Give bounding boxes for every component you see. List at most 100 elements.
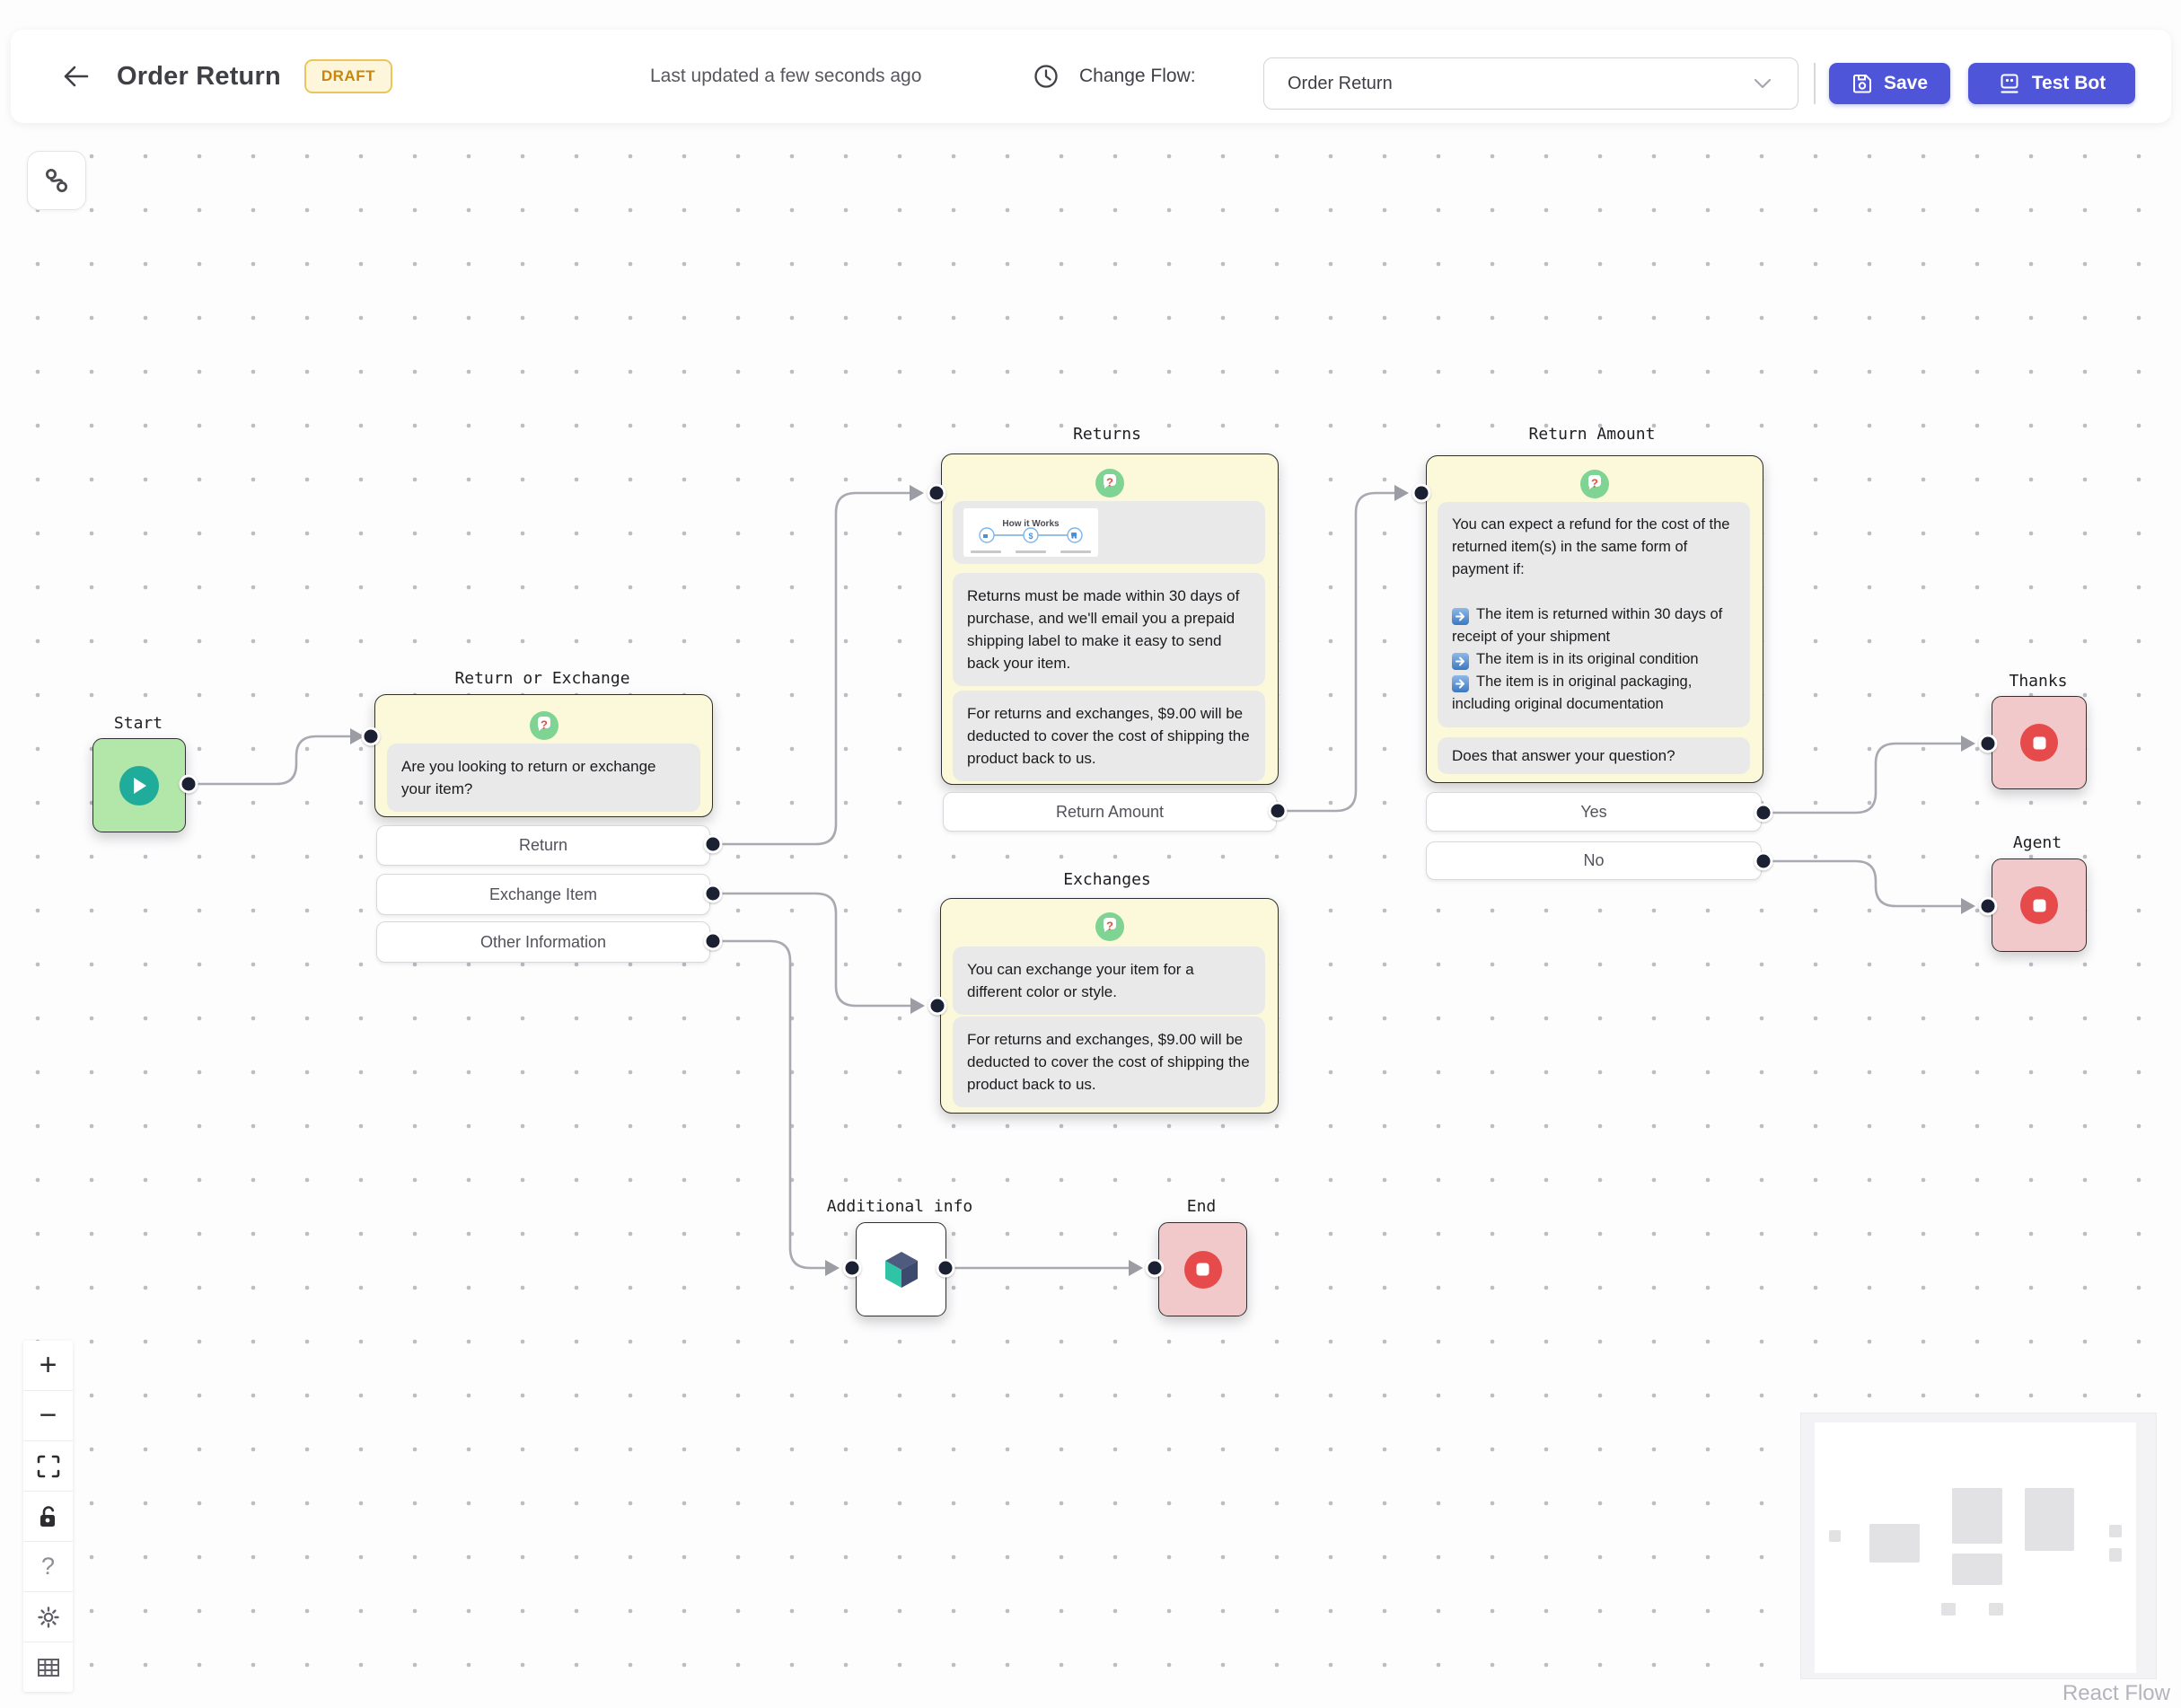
handle-additional-info-in[interactable] — [842, 1258, 862, 1278]
message-bubble: You can exchange your item for a differe… — [953, 946, 1265, 1015]
react-flow-attribution: React Flow — [2062, 1681, 2170, 1705]
message-bubble: Returns must be made within 30 days of p… — [953, 573, 1265, 686]
question-icon: ? — [1095, 912, 1124, 946]
option-yes[interactable]: Yes — [1426, 792, 1762, 832]
option-return[interactable]: Return — [376, 825, 710, 866]
option-return-amount[interactable]: Return Amount — [943, 792, 1277, 832]
svg-text:?: ? — [1591, 477, 1598, 490]
back-arrow-icon — [64, 66, 89, 87]
svg-text:?: ? — [1106, 920, 1113, 933]
node-title-start: Start — [113, 714, 163, 733]
edge-start-to-returnorexchange — [189, 735, 350, 786]
handle-no-out[interactable] — [1754, 851, 1773, 871]
handle-exchange-item-out[interactable] — [703, 884, 723, 903]
handle-start-out[interactable] — [179, 774, 198, 794]
minimap-node — [2109, 1525, 2122, 1537]
handle-yes-out[interactable] — [1754, 803, 1773, 823]
image-caption-bar — [971, 550, 1001, 553]
handle-return-amount-in[interactable] — [1411, 483, 1431, 503]
handle-exchanges-in[interactable] — [928, 996, 947, 1016]
grid-button[interactable] — [23, 1642, 73, 1692]
minimap-node — [1952, 1488, 2002, 1544]
page-title: Order Return — [117, 61, 281, 91]
message-bubble: For returns and exchanges, $9.00 will be… — [953, 691, 1265, 781]
condition-line: The item is in original packaging, inclu… — [1452, 671, 1736, 716]
play-icon — [119, 765, 159, 806]
node-agent[interactable] — [1992, 858, 2087, 952]
node-return-amount[interactable]: ? You can expect a refund for the cost o… — [1426, 455, 1763, 783]
message-bubble: For returns and exchanges, $9.00 will be… — [953, 1017, 1265, 1107]
arrow-right-icon — [1452, 608, 1469, 625]
canvas-controls: + − ? — [23, 1341, 73, 1692]
lock-button[interactable] — [23, 1492, 73, 1542]
save-icon — [1852, 75, 1871, 93]
how-it-works-image: How it Works $ — [963, 508, 1098, 557]
minimap-node — [2025, 1488, 2074, 1551]
minimap[interactable] — [1800, 1413, 2157, 1679]
arrow-right-icon — [1452, 675, 1469, 692]
gear-icon — [37, 1606, 59, 1628]
node-exchanges[interactable]: ? You can exchange your item for a diffe… — [940, 898, 1279, 1114]
handle-return-or-exchange-in[interactable] — [361, 726, 381, 746]
option-no[interactable]: No — [1426, 841, 1762, 880]
node-return-or-exchange[interactable]: ? Are you looking to return or exchange … — [374, 694, 713, 817]
minimap-node — [1952, 1554, 2002, 1585]
image-bubble: How it Works $ — [953, 501, 1265, 564]
test-bot-button[interactable]: Test Bot — [1968, 63, 2135, 104]
header: Order Return DRAFT Last updated a few se… — [11, 30, 2171, 123]
help-button[interactable]: ? — [23, 1542, 73, 1592]
minimap-node — [1829, 1530, 1841, 1542]
node-title-end: End — [1186, 1197, 1217, 1216]
edge-return-to-returns — [713, 491, 910, 846]
flow-select-value: Order Return — [1288, 73, 1393, 93]
route-icon — [46, 169, 67, 192]
handle-returns-in[interactable] — [927, 483, 946, 503]
condition-line: The item is returned within 30 days of r… — [1452, 603, 1736, 648]
node-thanks[interactable] — [1992, 696, 2087, 789]
node-returns[interactable]: ? How it Works $ Returns must be made wi… — [941, 453, 1279, 785]
image-title: How it Works — [1002, 519, 1060, 529]
node-title-returns: Returns — [1073, 425, 1141, 444]
condition-text: The item is in its original condition — [1476, 651, 1699, 667]
handle-additional-info-out[interactable] — [936, 1258, 955, 1278]
condition-text: The item is returned within 30 days of r… — [1452, 606, 1723, 645]
minimap-node — [1989, 1603, 2003, 1616]
header-divider — [1814, 63, 1816, 104]
fit-view-button[interactable] — [23, 1441, 73, 1492]
last-updated-text: Last updated a few seconds ago — [650, 66, 922, 86]
change-flow-label: Change Flow: — [1079, 66, 1196, 86]
edge-no-to-agent — [1763, 859, 1961, 908]
minimap-node — [1941, 1603, 1956, 1616]
handle-agent-in[interactable] — [1978, 896, 1998, 916]
option-other-information[interactable]: Other Information — [376, 921, 710, 963]
node-start[interactable] — [92, 738, 186, 832]
flow-select[interactable]: Order Return — [1263, 57, 1798, 110]
fit-view-icon — [37, 1455, 59, 1477]
node-title-exchanges: Exchanges — [1063, 870, 1151, 889]
node-end[interactable] — [1158, 1222, 1247, 1316]
handle-other-information-out[interactable] — [703, 931, 723, 951]
edge-returnamount-opt-to-node — [1278, 491, 1394, 813]
grid-icon — [37, 1658, 59, 1677]
minimap-node — [1869, 1524, 1920, 1563]
stop-icon — [1183, 1250, 1222, 1289]
settings-button[interactable] — [23, 1592, 73, 1642]
zoom-in-button[interactable]: + — [23, 1341, 73, 1391]
handle-return-out[interactable] — [703, 834, 723, 854]
edge-exchangeitem-to-exchanges — [713, 892, 910, 1008]
save-button[interactable]: Save — [1829, 63, 1950, 104]
handle-thanks-in[interactable] — [1978, 734, 1998, 753]
stop-icon — [2020, 724, 2058, 762]
svg-text:?: ? — [1106, 476, 1113, 489]
handle-return-amount-opt-out[interactable] — [1268, 801, 1288, 821]
node-additional-info[interactable] — [856, 1222, 946, 1316]
edge-yes-to-thanks — [1763, 742, 1961, 814]
cube-icon — [884, 1251, 918, 1288]
bot-icon — [2001, 74, 2018, 93]
flow-route-button[interactable] — [27, 151, 86, 210]
back-button[interactable] — [57, 58, 93, 94]
zoom-out-button[interactable]: − — [23, 1391, 73, 1441]
option-exchange-item[interactable]: Exchange Item — [376, 874, 710, 915]
handle-end-in[interactable] — [1145, 1258, 1165, 1278]
